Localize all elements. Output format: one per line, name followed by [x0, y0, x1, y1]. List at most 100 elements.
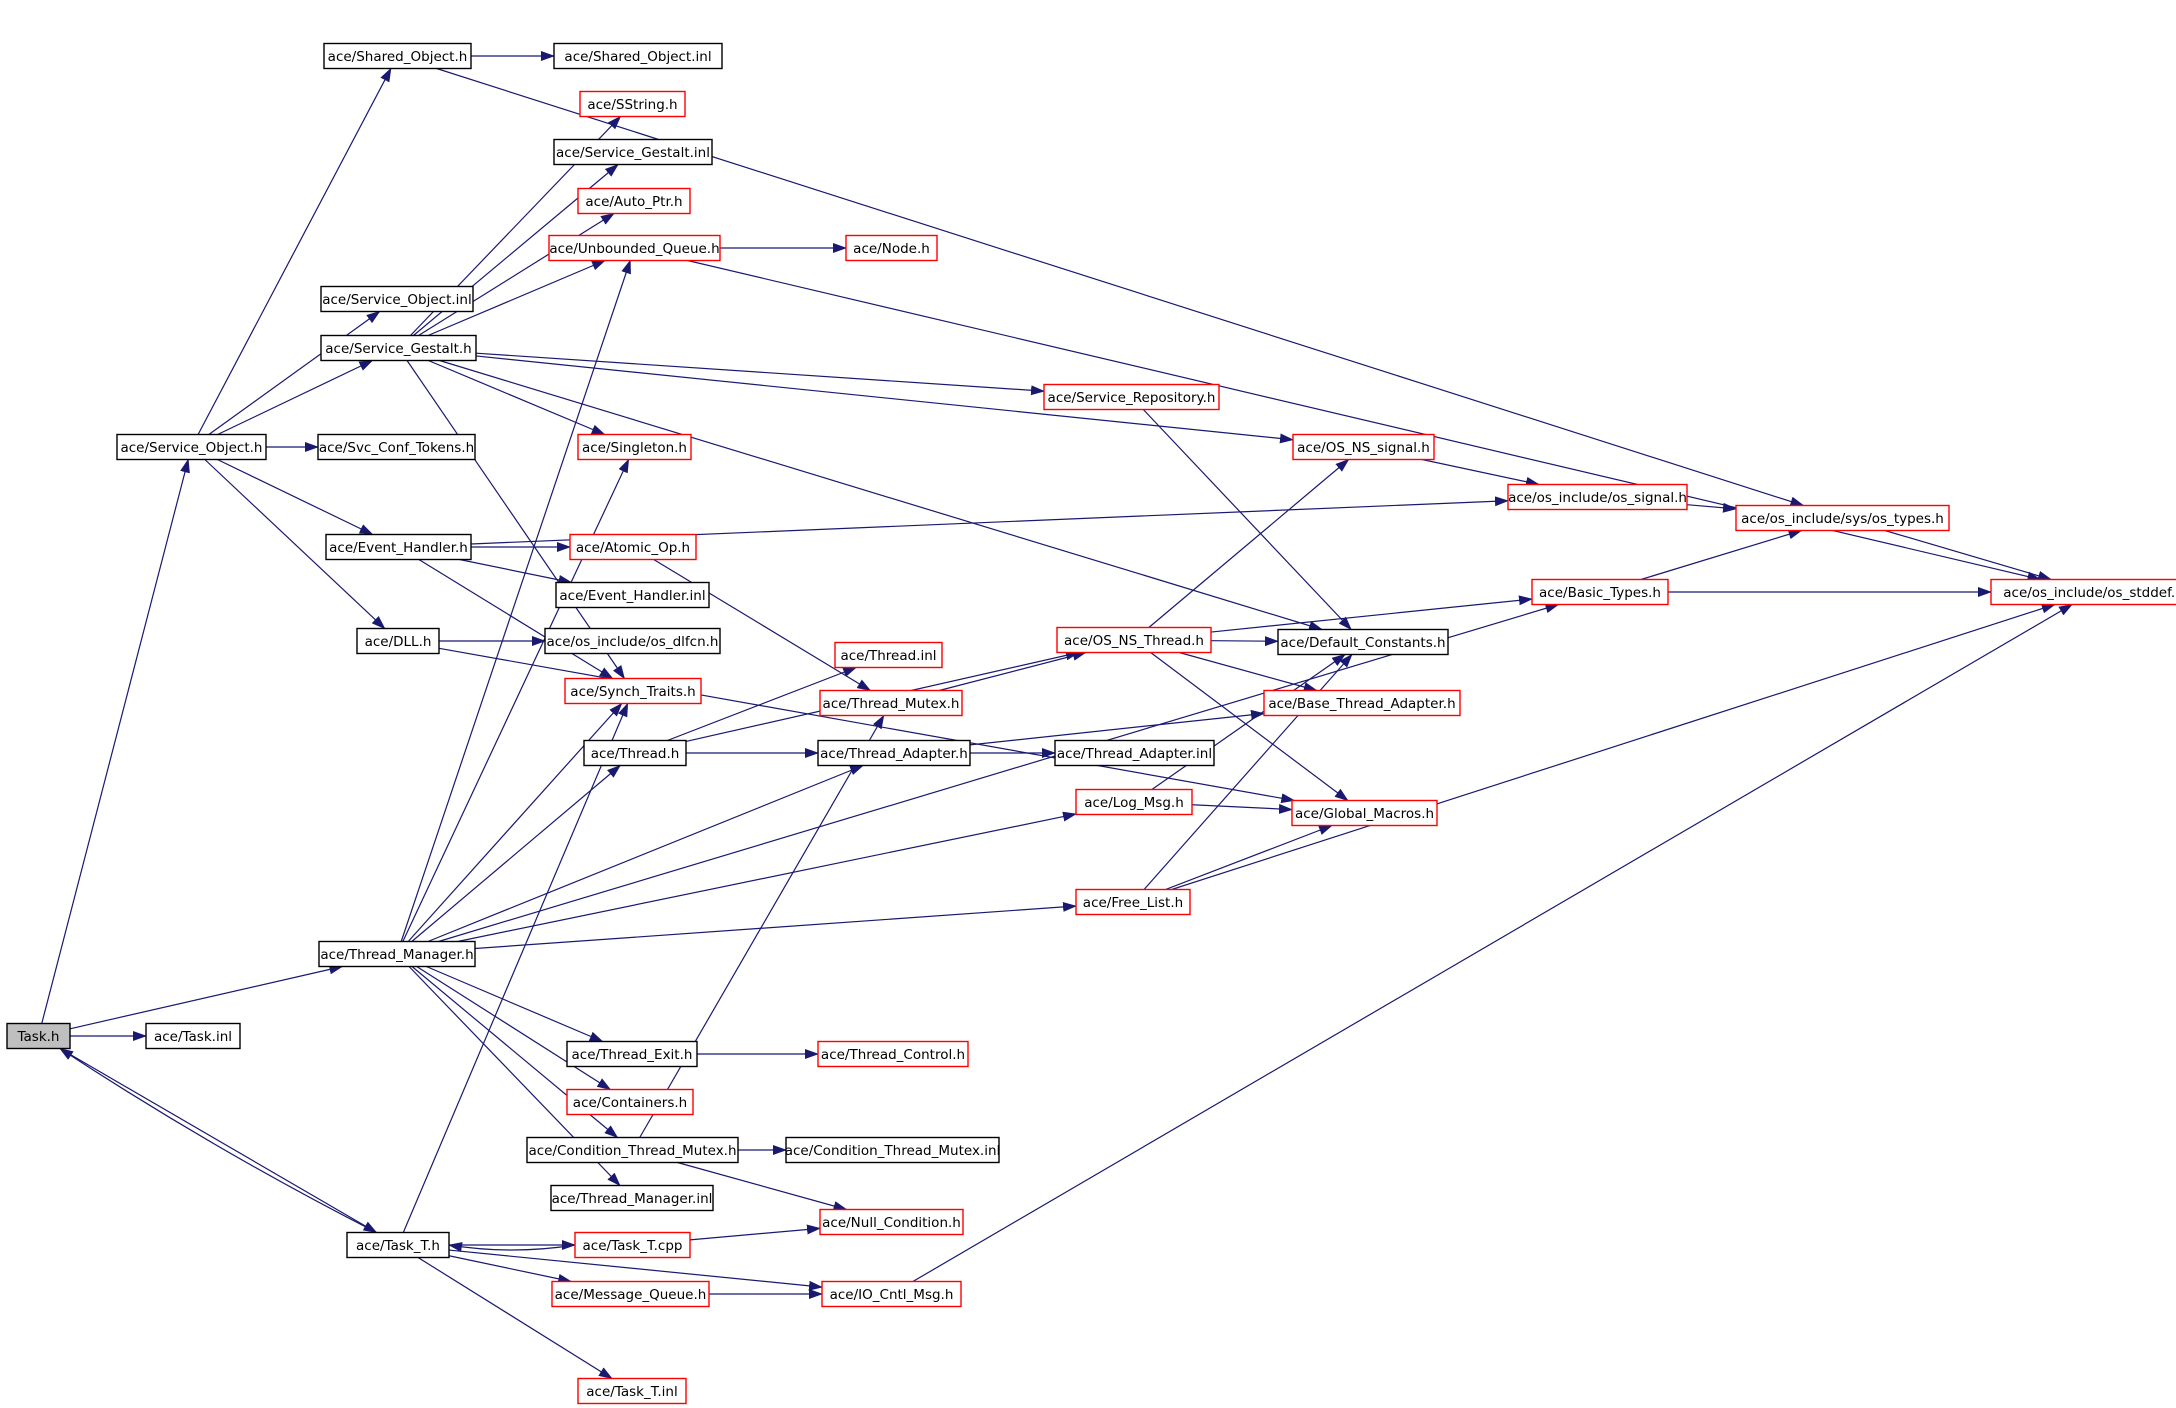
node-label: ace/SString.h [587, 97, 677, 113]
graph-node-service-gestalt-inl[interactable]: ace/Service_Gestalt.inl [553, 138, 713, 166]
graph-node-shared-object-inl[interactable]: ace/Shared_Object.inl [553, 42, 723, 70]
edge-unbounded_queue_h-to-os_stddef_h [687, 259, 2042, 582]
graph-node-message-queue-h[interactable]: ace/Message_Queue.h [551, 1280, 710, 1308]
node-box [834, 641, 943, 669]
graph-node-os-signal-h[interactable]: ace/os_include/os_signal.h [1507, 483, 1688, 511]
graph-node-log-msg-h[interactable]: ace/Log_Msg.h [1075, 788, 1193, 816]
node-label: ace/Event_Handler.inl [559, 588, 705, 604]
graph-node-service-object-h[interactable]: ace/Service_Object.h [116, 433, 267, 461]
node-box [1277, 628, 1449, 656]
node-box [320, 334, 477, 362]
node-label: ace/Containers.h [573, 1095, 687, 1111]
graph-node-os-ns-signal-h[interactable]: ace/OS_NS_signal.h [1292, 433, 1435, 461]
node-label: ace/Thread_Manager.h [320, 947, 473, 963]
edge-task_t_h-to-synch_traits_h [402, 702, 629, 1233]
node-box [1056, 626, 1212, 654]
node-box [346, 1231, 450, 1259]
graph-node-event-handler-h[interactable]: ace/Event_Handler.h [325, 533, 472, 561]
edge-condition_thread_mutex_h-to-null_condition_h [677, 1161, 848, 1211]
edge-service_gestalt_h-to-unbounded_queue_h [427, 259, 606, 337]
node-box [551, 1280, 710, 1308]
edge-task_t_h-to-message_queue_h [448, 1255, 573, 1284]
graph-node-service-repository-h[interactable]: ace/Service_Repository.h [1043, 383, 1220, 411]
edge-service_object_h-to-service_object_inl [208, 310, 381, 435]
node-box [548, 234, 721, 262]
node-box [1075, 788, 1193, 816]
graph-node-thread-mutex-h[interactable]: ace/Thread_Mutex.h [819, 689, 963, 717]
graph-node-thread-adapter-inl[interactable]: ace/Thread_Adapter.inl [1054, 739, 1215, 767]
graph-node-task-h[interactable]: Task.h [6, 1022, 71, 1050]
node-box [1531, 578, 1669, 606]
graph-node-singleton-h[interactable]: ace/Singleton.h [577, 433, 692, 461]
graph-node-synch-traits-h[interactable]: ace/Synch_Traits.h [564, 677, 702, 705]
node-box [1043, 383, 1220, 411]
node-label: ace/Shared_Object.inl [564, 49, 711, 65]
edge-task_h-to-service_object_h [41, 458, 190, 1024]
graph-node-task-t-h[interactable]: ace/Task_T.h [346, 1231, 450, 1259]
graph-node-os-dlfcn-h[interactable]: ace/os_include/os_dlfcn.h [544, 627, 721, 655]
edge-service_object_h-to-event_handler_h [217, 458, 374, 536]
graph-node-unbounded-queue-h[interactable]: ace/Unbounded_Queue.h [548, 234, 721, 262]
node-box [1990, 578, 2176, 606]
graph-node-os-types-h[interactable]: ace/os_include/sys/os_types.h [1735, 504, 1950, 532]
edge-service_repository_h-to-default_constants_h [1142, 409, 1352, 631]
edge-thread_adapter_h-to-base_thread_adapter_h [969, 709, 1265, 746]
node-box [356, 627, 440, 655]
node-box [845, 234, 938, 262]
graph-node-os-ns-thread-h[interactable]: ace/OS_NS_Thread.h [1056, 626, 1212, 654]
edge-event_handler_h-to-event_handler_inl [459, 558, 573, 585]
graph-node-service-gestalt-h[interactable]: ace/Service_Gestalt.h [320, 334, 477, 362]
graph-node-dll-h[interactable]: ace/DLL.h [356, 627, 440, 655]
graph-node-node-h[interactable]: ace/Node.h [845, 234, 938, 262]
graph-node-io-cntl-msg-h[interactable]: ace/IO_Cntl_Msg.h [821, 1280, 962, 1308]
graph-node-global-macros-h[interactable]: ace/Global_Macros.h [1291, 799, 1438, 827]
node-label: ace/Event_Handler.h [329, 540, 468, 556]
node-box [1507, 483, 1688, 511]
graph-node-task-inl[interactable]: ace/Task.inl [145, 1022, 241, 1050]
node-label: ace/OS_NS_Thread.h [1064, 633, 1204, 649]
graph-node-service-object-inl[interactable]: ace/Service_Object.inl [320, 285, 474, 313]
edge-service_gestalt_h-to-os_ns_signal_h [475, 355, 1294, 444]
edge-task_t_cpp-to-null_condition_h [689, 1224, 821, 1241]
edge-task_t_h-to-task_t_inl [417, 1256, 613, 1380]
graph-node-thread-control-h[interactable]: ace/Thread_Control.h [817, 1040, 969, 1068]
node-label: ace/Service_Repository.h [1048, 390, 1216, 406]
node-label: ace/Task_T.inl [586, 1384, 677, 1400]
graph-node-sstring-h[interactable]: ace/SString.h [579, 90, 686, 118]
graph-node-auto-ptr-h[interactable]: ace/Auto_Ptr.h [577, 187, 691, 215]
edge-log_msg_h-to-default_constants_h [1151, 653, 1346, 790]
graph-node-basic-types-h[interactable]: ace/Basic_Types.h [1531, 578, 1669, 606]
graph-node-thread-manager-h[interactable]: ace/Thread_Manager.h [318, 940, 476, 968]
graph-node-thread-h[interactable]: ace/Thread.h [583, 739, 687, 767]
graph-node-thread-inl[interactable]: ace/Thread.inl [834, 641, 943, 669]
graph-node-thread-exit-h[interactable]: ace/Thread_Exit.h [566, 1040, 698, 1068]
graph-node-atomic-op-h[interactable]: ace/Atomic_Op.h [569, 533, 697, 561]
graph-node-task-t-inl[interactable]: ace/Task_T.inl [577, 1377, 687, 1405]
edge-event_handler_h-to-synch_traits_h [418, 558, 614, 680]
graph-node-os-stddef-h[interactable]: ace/os_include/os_stddef.h [1990, 578, 2176, 606]
graph-node-condition-thread-mutex-inl[interactable]: ace/Condition_Thread_Mutex.inl [785, 1136, 1001, 1164]
node-box [1075, 888, 1191, 916]
node-box [318, 940, 476, 968]
node-box [574, 1231, 691, 1259]
graph-node-svc-conf-tokens-h[interactable]: ace/Svc_Conf_Tokens.h [317, 433, 476, 461]
edge-service_gestalt_h-to-auto_ptr_h [418, 212, 615, 337]
edge-task_t_cpp-to-task_t_h [448, 1242, 576, 1252]
graph-node-thread-adapter-h[interactable]: ace/Thread_Adapter.h [817, 739, 971, 767]
graph-node-base-thread-adapter-h[interactable]: ace/Base_Thread_Adapter.h [1263, 689, 1461, 717]
graph-node-default-constants-h[interactable]: ace/Default_Constants.h [1277, 628, 1449, 656]
graph-node-condition-thread-mutex-h[interactable]: ace/Condition_Thread_Mutex.h [526, 1136, 739, 1164]
edge-task_t_h-to-io_cntl_msg_h [448, 1249, 823, 1291]
graph-node-shared-object-h[interactable]: ace/Shared_Object.h [323, 42, 472, 70]
graph-node-event-handler-inl[interactable]: ace/Event_Handler.inl [555, 581, 710, 609]
graph-node-null-condition-h[interactable]: ace/Null_Condition.h [819, 1208, 964, 1236]
edge-condition_thread_mutex_h-to-thread_mutex_h [639, 714, 885, 1138]
graph-node-thread-manager-inl[interactable]: ace/Thread_Manager.inl [550, 1184, 714, 1212]
graph-node-task-t-cpp[interactable]: ace/Task_T.cpp [574, 1231, 691, 1259]
edge-free_list_h-to-os_stddef_h [1171, 603, 2056, 891]
graph-node-free-list-h[interactable]: ace/Free_List.h [1075, 888, 1191, 916]
node-label: ace/Service_Gestalt.inl [556, 145, 710, 161]
edge-service_object_h-to-shared_object_h [197, 67, 392, 435]
graph-node-containers-h[interactable]: ace/Containers.h [566, 1088, 694, 1116]
